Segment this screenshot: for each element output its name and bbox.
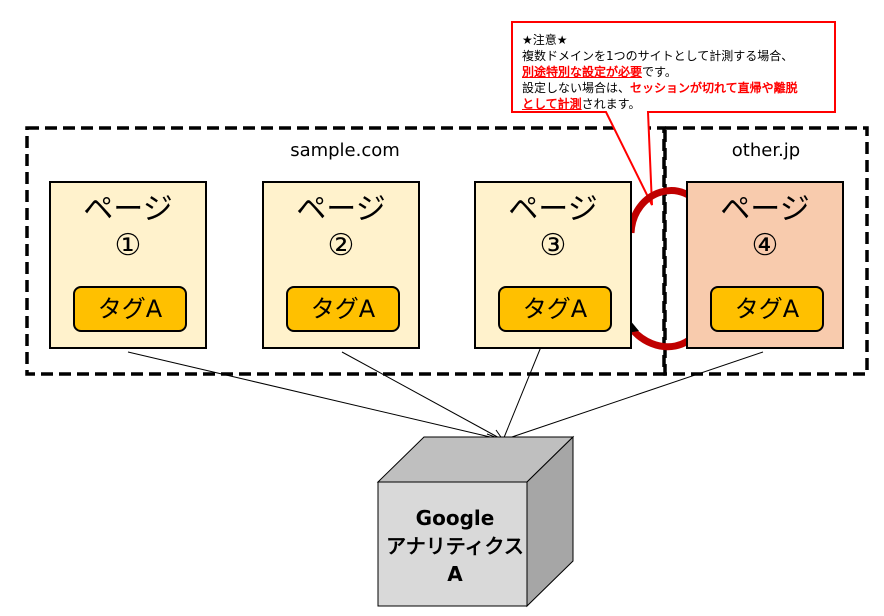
- callout-box: [511, 21, 836, 206]
- page-card-4: ページ ④ タグA: [686, 181, 844, 349]
- tag-box: タグA: [498, 286, 612, 332]
- callout-line-3: 設定しない場合は、セッションが切れて直帰や離脱: [522, 80, 822, 96]
- callout-text: されます。: [581, 97, 641, 111]
- page-number: ③: [539, 228, 567, 263]
- caution-callout: ★注意★ 複数ドメインを1つのサイトとして計測する場合、 別途特別な設定が必要で…: [516, 28, 828, 116]
- page-number: ④: [751, 228, 779, 263]
- sample-domain-box: [25, 126, 666, 376]
- page-card-1: ページ ① タグA: [49, 181, 207, 349]
- callout-text: です。: [642, 65, 677, 79]
- domain-label-sample: sample.com: [290, 140, 400, 161]
- page-number: ②: [327, 228, 355, 263]
- tag-box: タグA: [286, 286, 400, 332]
- callout-emphasis: セッションが切れて直帰や離脱: [630, 81, 798, 95]
- ga-line-2: アナリティクス: [386, 534, 524, 558]
- page-title: ページ: [83, 192, 173, 227]
- connector-line: [127, 351, 504, 441]
- callout-line-4: として計測されます。: [522, 96, 822, 112]
- page-card-2: ページ ② タグA: [262, 181, 420, 349]
- callout-emphasis: 別途特別な設定が必要: [522, 65, 643, 79]
- page-title: ページ: [508, 192, 598, 227]
- domain-label-other: other.jp: [731, 140, 801, 161]
- page-number: ①: [114, 228, 142, 263]
- callout-text: 設定しない場合は、: [522, 81, 631, 95]
- page-title: ページ: [720, 192, 810, 227]
- ga-line-3: A: [447, 562, 463, 586]
- ga-line-1: Google: [415, 506, 495, 530]
- callout-line-2: 別途特別な設定が必要です。: [522, 64, 822, 80]
- callout-emphasis: として計測: [522, 97, 582, 111]
- connector-line: [502, 336, 546, 441]
- google-analytics-label: Google アナリティクス A: [380, 504, 530, 588]
- tag-box: タグA: [710, 286, 824, 332]
- cube-front-face: [377, 481, 528, 607]
- connector-line: [502, 351, 764, 441]
- page-title: ページ: [296, 192, 386, 227]
- callout-line-1: 複数ドメインを1つのサイトとして計測する場合、: [522, 49, 794, 63]
- tag-box: タグA: [73, 286, 187, 332]
- connector-line: [341, 351, 504, 441]
- page-card-3: ページ ③ タグA: [474, 181, 632, 349]
- callout-heading: ★注意★: [522, 33, 568, 47]
- other-domain-box: [663, 126, 869, 376]
